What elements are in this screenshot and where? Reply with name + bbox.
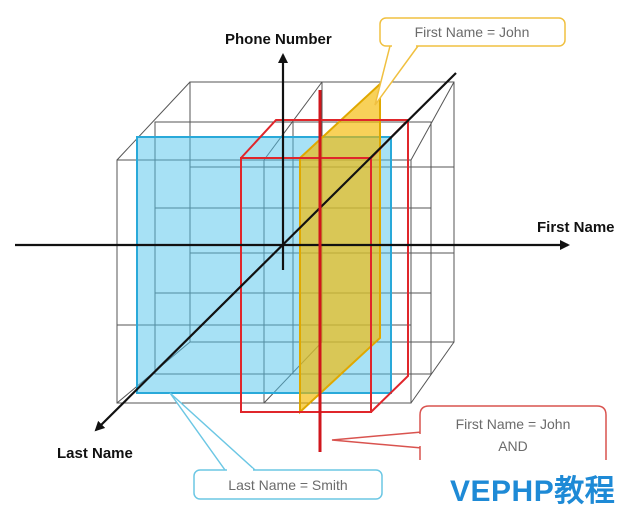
first-name-axis-label: First Name (537, 219, 615, 236)
last-name-axis-label: Last Name (57, 445, 133, 462)
first-name-john-callout: First Name = John (374, 17, 566, 106)
watermark: VEPHP教程 (450, 475, 616, 508)
first-name-john-callout-text: First Name = John (415, 24, 530, 40)
last-name-smith-callout: Last Name = Smith (169, 392, 383, 500)
combined-callout-line1: First Name = John (456, 416, 571, 432)
last-name-smith-callout-text: Last Name = Smith (228, 477, 347, 493)
phone-number-axis-label: Phone Number (225, 31, 332, 48)
combined-callout-line2: AND (498, 438, 528, 454)
combined-callout: First Name = John AND (331, 405, 607, 460)
last-name-axis (94, 72, 457, 432)
